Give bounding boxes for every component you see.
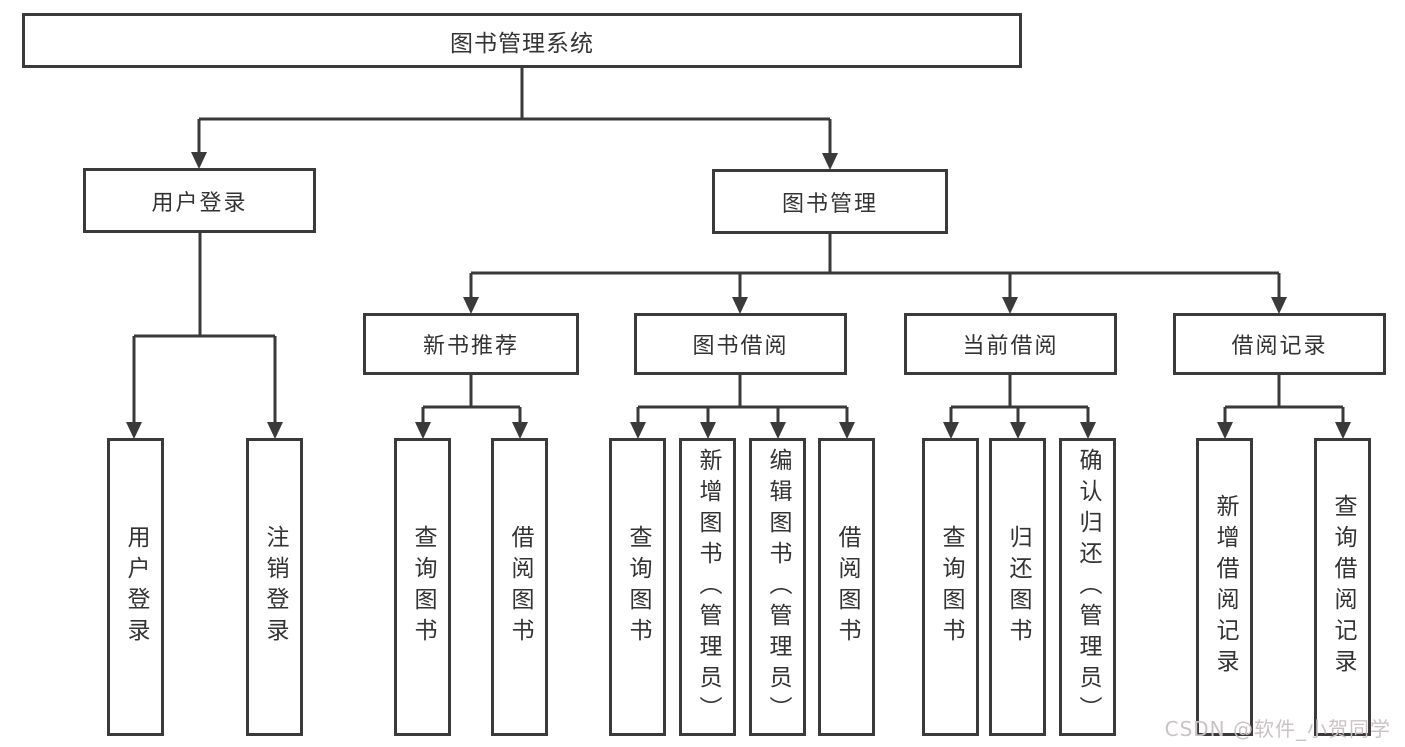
- leaf-label: 新增借阅记录: [1212, 494, 1238, 680]
- leaf-logout: 注销登录: [246, 438, 303, 736]
- node-label: 用户登录: [151, 190, 248, 216]
- leaf-borrow-books-borrowing: 借阅图书: [818, 438, 875, 736]
- leaf-add-books-admin: 新增图书（管理员）: [679, 438, 736, 736]
- leaf-edit-books-admin: 编辑图书（管理员）: [749, 438, 806, 736]
- leaf-label: 用户登录: [123, 525, 149, 649]
- leaf-return-books: 归还图书: [989, 438, 1046, 736]
- leaf-borrow-books: 借阅图书: [491, 438, 548, 736]
- arrowheads: [126, 152, 1351, 439]
- leaf-label: 借阅图书: [507, 525, 533, 649]
- leaf-query-borrow-record: 查询借阅记录: [1314, 438, 1371, 736]
- node-current-borrowing: 当前借阅: [904, 313, 1117, 375]
- node-borrowing-records: 借阅记录: [1173, 313, 1386, 375]
- leaf-label: 查询图书: [410, 525, 436, 649]
- node-label: 图书管理系统: [450, 30, 594, 57]
- leaf-add-borrow-record: 新增借阅记录: [1196, 438, 1253, 736]
- node-root-library-system: 图书管理系统: [22, 13, 1022, 68]
- node-book-borrowing: 图书借阅: [634, 313, 847, 375]
- leaf-label: 查询图书: [625, 525, 651, 649]
- leaf-user-login: 用户登录: [107, 438, 164, 736]
- leaf-label: 查询借阅记录: [1330, 494, 1356, 680]
- node-label: 图书借阅: [692, 334, 789, 359]
- leaf-query-books-current: 查询图书: [922, 438, 979, 736]
- node-label: 新书推荐: [422, 334, 519, 359]
- leaf-label: 查询图书: [938, 525, 964, 649]
- node-label: 借阅记录: [1231, 334, 1328, 359]
- leaf-label: 归还图书: [1005, 525, 1031, 649]
- leaf-query-books-borrowing: 查询图书: [609, 438, 666, 736]
- node-new-book-recommend: 新书推荐: [363, 313, 579, 375]
- leaf-label: 借阅图书: [834, 525, 860, 649]
- leaf-label: 新增图书（管理员）: [695, 447, 721, 727]
- node-user-login: 用户登录: [83, 168, 316, 233]
- leaf-query-books: 查询图书: [394, 438, 451, 736]
- leaf-label: 编辑图书（管理员）: [765, 447, 791, 727]
- node-label: 图书管理: [781, 191, 878, 217]
- leaf-label: 注销登录: [262, 525, 288, 649]
- csdn-watermark: CSDN @软件_小贺同学: [1164, 717, 1391, 741]
- node-label: 当前借阅: [962, 334, 1059, 359]
- leaf-confirm-return-admin: 确认归还（管理员）: [1059, 438, 1116, 736]
- leaf-label: 确认归还（管理员）: [1075, 447, 1101, 727]
- node-book-management: 图书管理: [712, 169, 948, 234]
